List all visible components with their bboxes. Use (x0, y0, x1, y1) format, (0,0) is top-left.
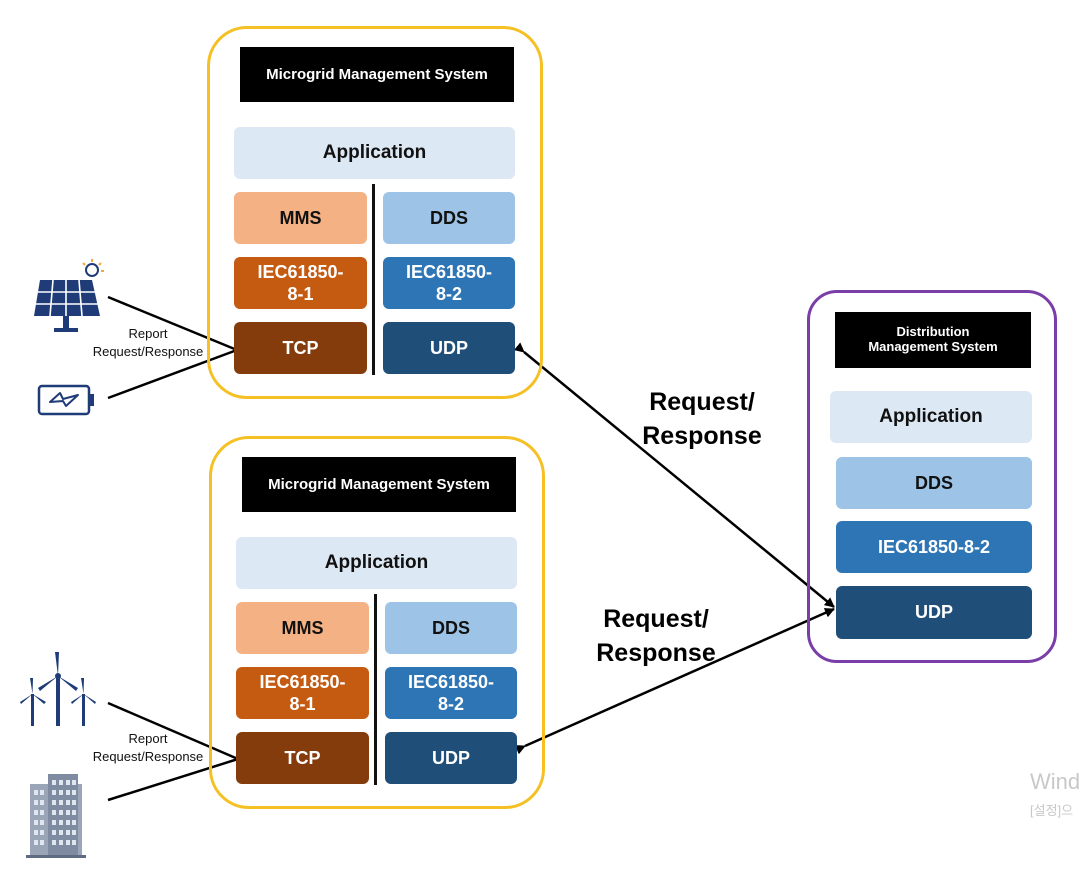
dms-application-block: Application (830, 391, 1032, 443)
solar-panel-icon (34, 259, 104, 332)
top-iec-8-2-block: IEC61850- 8-2 (383, 257, 515, 309)
top-stack-divider (372, 184, 375, 375)
solar-to-tcp-link (107, 295, 238, 352)
bottom-udp-to-dms-arrow (514, 607, 835, 755)
report-label-top: Report Request/Response (92, 326, 204, 360)
battery-icon (37, 384, 94, 416)
sun-icon (82, 259, 104, 277)
top-application-block: Application (234, 127, 515, 179)
wind-turbine-icon (20, 652, 96, 726)
request-response-label-bottom: Request/ Response (596, 605, 716, 667)
watermark-line-1: Wind (1030, 769, 1081, 794)
watermark-line-2: [설정]으 (1030, 803, 1074, 818)
building-icon (26, 774, 86, 858)
dms-dds-block: DDS (836, 457, 1032, 509)
top-udp-block: UDP (383, 322, 515, 374)
top-iec-8-1-block: IEC61850- 8-1 (234, 257, 367, 309)
wind-to-tcp-link (107, 701, 239, 761)
bottom-mms-block: MMS (236, 602, 369, 654)
report-label-bottom: Report Request/Response (92, 731, 204, 765)
top-mms-block: MMS (234, 192, 367, 244)
dms-iec-block: IEC61850-8-2 (836, 521, 1032, 573)
microgrid-system-bottom-frame (209, 436, 545, 809)
bottom-iec-8-2-block: IEC61850- 8-2 (385, 667, 517, 719)
microgrid-system-top-frame (207, 26, 543, 399)
microgrid-system-bottom-title: Microgrid Management System (242, 457, 516, 512)
battery-to-tcp-link (107, 348, 238, 400)
building-to-tcp-link (107, 757, 239, 802)
bottom-stack-divider (374, 594, 377, 785)
top-dds-block: DDS (383, 192, 515, 244)
distribution-system-frame (807, 290, 1057, 663)
bottom-dds-block: DDS (385, 602, 517, 654)
top-udp-to-dms-arrow (513, 342, 835, 608)
request-response-label-top: Request/ Response (642, 388, 762, 450)
dms-udp-block: UDP (836, 586, 1032, 639)
bottom-udp-block: UDP (385, 732, 517, 784)
top-tcp-block: TCP (234, 322, 367, 374)
lightning-bolt-icon (49, 392, 79, 407)
bottom-iec-8-1-block: IEC61850- 8-1 (236, 667, 369, 719)
microgrid-system-top-title: Microgrid Management System (240, 47, 514, 102)
distribution-system-title: Distribution Management System (835, 312, 1031, 368)
bottom-tcp-block: TCP (236, 732, 369, 784)
bottom-application-block: Application (236, 537, 517, 589)
